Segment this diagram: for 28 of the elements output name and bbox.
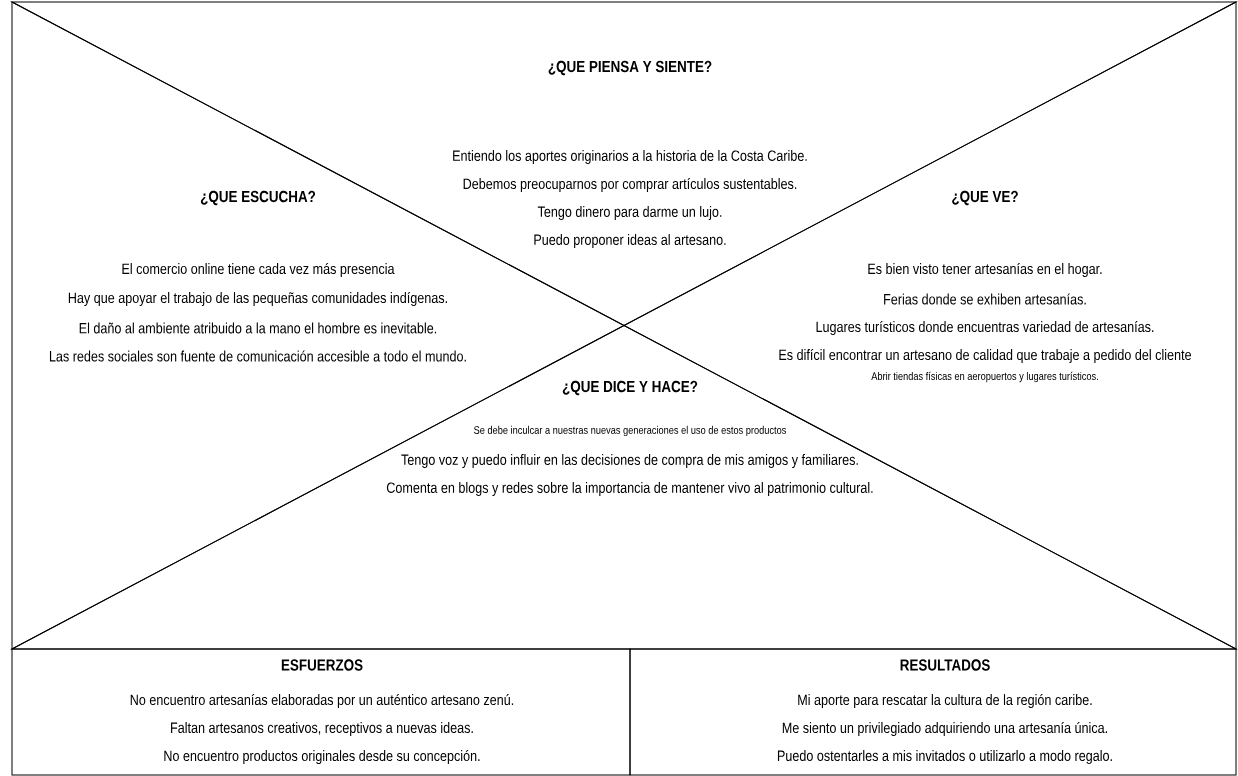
- section-heading: RESULTADOS: [900, 659, 990, 671]
- statement-text: Debemos preocuparnos por comprar artículos sustentables.: [463, 177, 797, 193]
- statement-text: No encuentro productos originales desde su concepción.: [164, 749, 480, 765]
- statement-text: Lugares turísticos donde encuentras variedad de artesanías.: [816, 320, 1154, 336]
- section-heading: ¿QUE VE?: [952, 190, 1018, 206]
- statement-text: Puedo ostentarles a mis invitados o utilizarlo a modo regalo.: [777, 750, 1112, 764]
- section-heading: ¿QUE PIENSA Y SIENTE?: [548, 60, 712, 76]
- statement-text: Hay que apoyar el trabajo de las pequeñas comunidades indígenas.: [68, 291, 447, 307]
- statement-text: Abrir tiendas físicas en aeropuertos y lugares turísticos.: [871, 371, 1098, 383]
- statement-text: El daño al ambiente atribuido a la mano el hombre es inevitable.: [79, 322, 437, 334]
- section-heading: ESFUERZOS: [281, 659, 363, 671]
- statement-text: Entiendo los aportes originarios a la historia de la Costa Caribe.: [453, 150, 807, 164]
- statement-text: Comenta en blogs y redes sobre la importancia de mantener vivo al patrimonio cultural.: [386, 482, 873, 496]
- statement-text: Es difícil encontrar un artesano de calidad que trabaje a pedido del cliente: [779, 348, 1191, 364]
- statement-text: Faltan artesanos creativos, receptivos a nuevas ideas.: [171, 722, 473, 736]
- statement-text: Me siento un privilegiado adquiriendo una artesanía única.: [782, 721, 1107, 737]
- statement-text: Tengo voz y puedo influir en las decisiones de compra de mis amigos y familiares.: [401, 454, 858, 468]
- statement-text: Tengo dinero para darme un lujo.: [537, 206, 722, 220]
- section-heading: ¿QUE DICE Y HACE?: [562, 380, 698, 396]
- statement-text: Ferias donde se exhiben artesanías.: [884, 293, 1086, 305]
- statement-text: El comercio online tiene cada vez más presencia: [122, 262, 395, 278]
- statement-text: Es bien visto tener artesanías en el hogar.: [868, 262, 1102, 278]
- statement-text: Mi aporte para rescatar la cultura de la región caribe.: [798, 693, 1092, 709]
- statement-text: No encuentro artesanías elaboradas por un auténtico artesano zenú.: [130, 693, 514, 709]
- statement-text: Puedo proponer ideas al artesano.: [534, 234, 726, 248]
- statement-text: Se debe inculcar a nuestras nuevas generaciones el uso de estos productos: [474, 425, 787, 437]
- section-heading: ¿QUE ESCUCHA?: [200, 190, 316, 206]
- statement-text: Las redes sociales son fuente de comunicación accesible a todo el mundo.: [49, 350, 466, 362]
